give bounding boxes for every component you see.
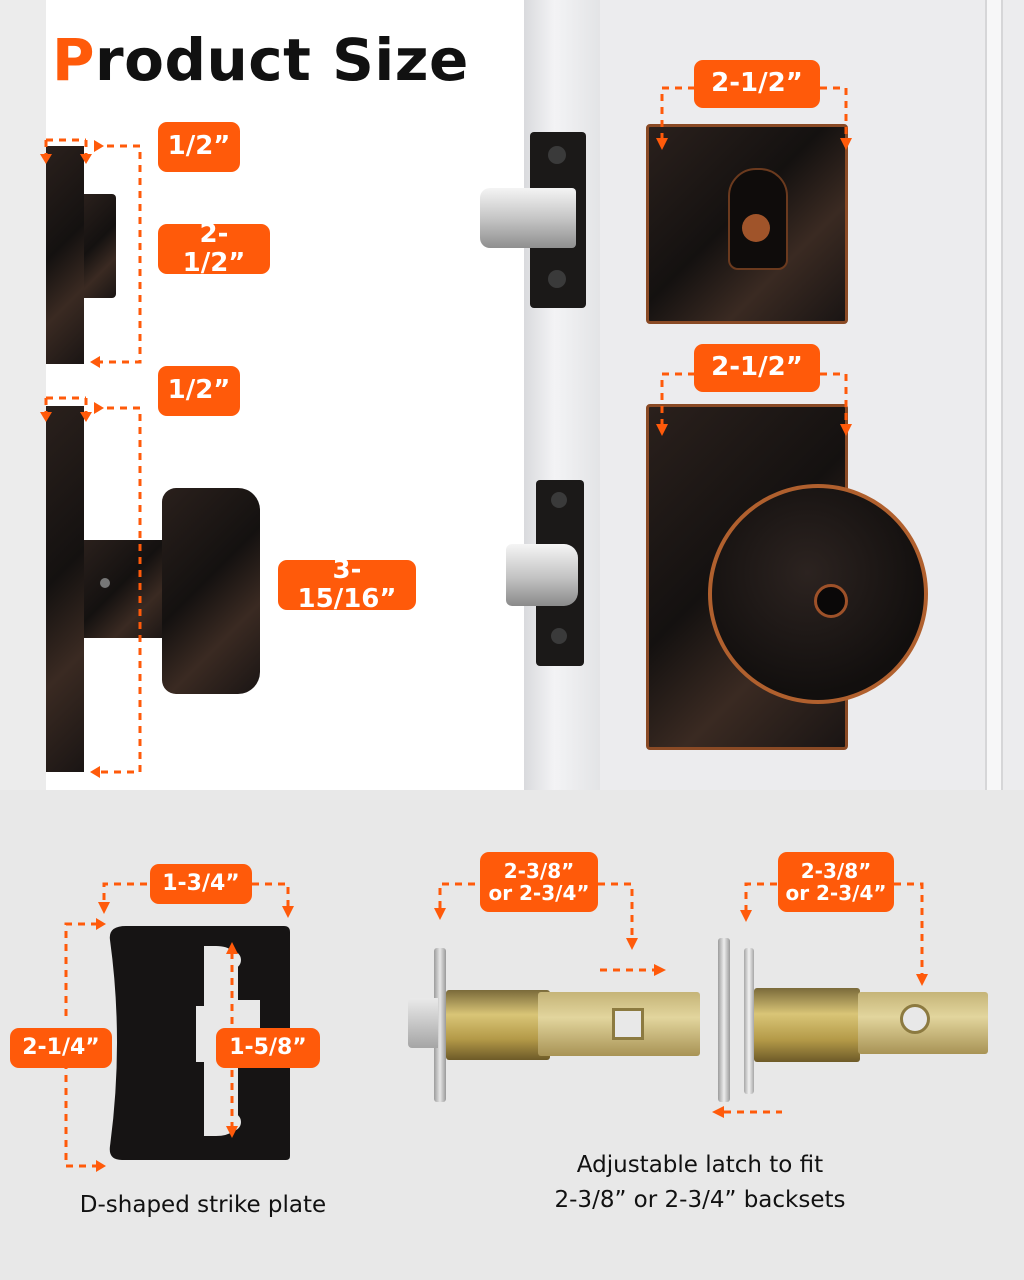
knob-side-neck xyxy=(84,540,168,638)
latch2-backset-line1: 2-3/8” xyxy=(800,858,872,883)
latch2-backset-badge: 2-3/8” or 2-3/4” xyxy=(778,852,894,912)
latch-bolt xyxy=(506,544,578,606)
latch2-faceplate-back xyxy=(744,948,754,1094)
strike-inner-badge: 1-5/8” xyxy=(216,1028,320,1068)
deadbolt-side-turn xyxy=(84,194,116,298)
latch1-backset-line1: 2-3/8” xyxy=(503,858,575,883)
deadbolt-width-badge: 2-1/2” xyxy=(694,60,820,108)
knob-projection-badge: 3-15/16” xyxy=(278,555,416,614)
latch1-faceplate xyxy=(434,948,446,1102)
side-dimension-lines xyxy=(40,138,142,778)
page-title: Product Size xyxy=(52,26,469,94)
screw-icon xyxy=(551,492,567,508)
strike-dimension-lines xyxy=(64,882,294,1172)
latch-caption-line2: 2-3/8” or 2-3/4” backsets xyxy=(554,1186,846,1213)
knob-rose-thickness-badge: 1/2” xyxy=(158,366,240,416)
latch1-bolt xyxy=(408,998,438,1048)
knob-width-badge: 2-1/2” xyxy=(694,344,820,392)
strike-width-badge: 1-3/4” xyxy=(150,864,252,904)
door-frame xyxy=(985,0,1003,790)
latch-caption: Adjustable latch to fit 2-3/8” or 2-3/4”… xyxy=(500,1148,900,1217)
latch2-backset-line2: or 2-3/4” xyxy=(785,881,887,905)
screw-icon xyxy=(548,146,566,164)
deadbolt-rose-thickness-badge: 1/2” xyxy=(158,122,240,172)
latch1-barrel xyxy=(446,990,550,1060)
latch-caption-line1: Adjustable latch to fit xyxy=(576,1152,824,1178)
knob-keyhole-icon xyxy=(814,584,848,618)
knob-side-rose xyxy=(46,406,84,772)
latch1-backset-line2: or 2-3/4” xyxy=(488,881,590,905)
keyhole-icon xyxy=(742,214,770,242)
knob-screw-icon xyxy=(100,578,110,588)
knob-side-head xyxy=(162,488,260,694)
title-accent-letter: P xyxy=(52,26,96,94)
strike-plate-caption: D-shaped strike plate xyxy=(79,1192,327,1218)
deadbolt-projection-badge: 2-1/2” xyxy=(158,219,270,278)
strike-height-badge: 2-1/4” xyxy=(10,1028,112,1068)
latch1-spindle-hole-icon xyxy=(612,1008,644,1040)
deadbolt-bolt xyxy=(480,188,576,248)
latch2-barrel xyxy=(754,988,860,1062)
front-dimension-lines xyxy=(656,86,852,436)
latch2-spindle-hole-icon xyxy=(900,1004,930,1034)
side-view-background xyxy=(46,0,524,790)
title-rest: roduct Size xyxy=(95,26,469,94)
latch2-faceplate xyxy=(718,938,730,1102)
latch1-backset-badge: 2-3/8” or 2-3/4” xyxy=(480,852,598,912)
latch-dimension-lines xyxy=(434,882,928,1118)
screw-icon xyxy=(548,270,566,288)
screw-icon xyxy=(551,628,567,644)
deadbolt-side-rose xyxy=(46,146,84,364)
